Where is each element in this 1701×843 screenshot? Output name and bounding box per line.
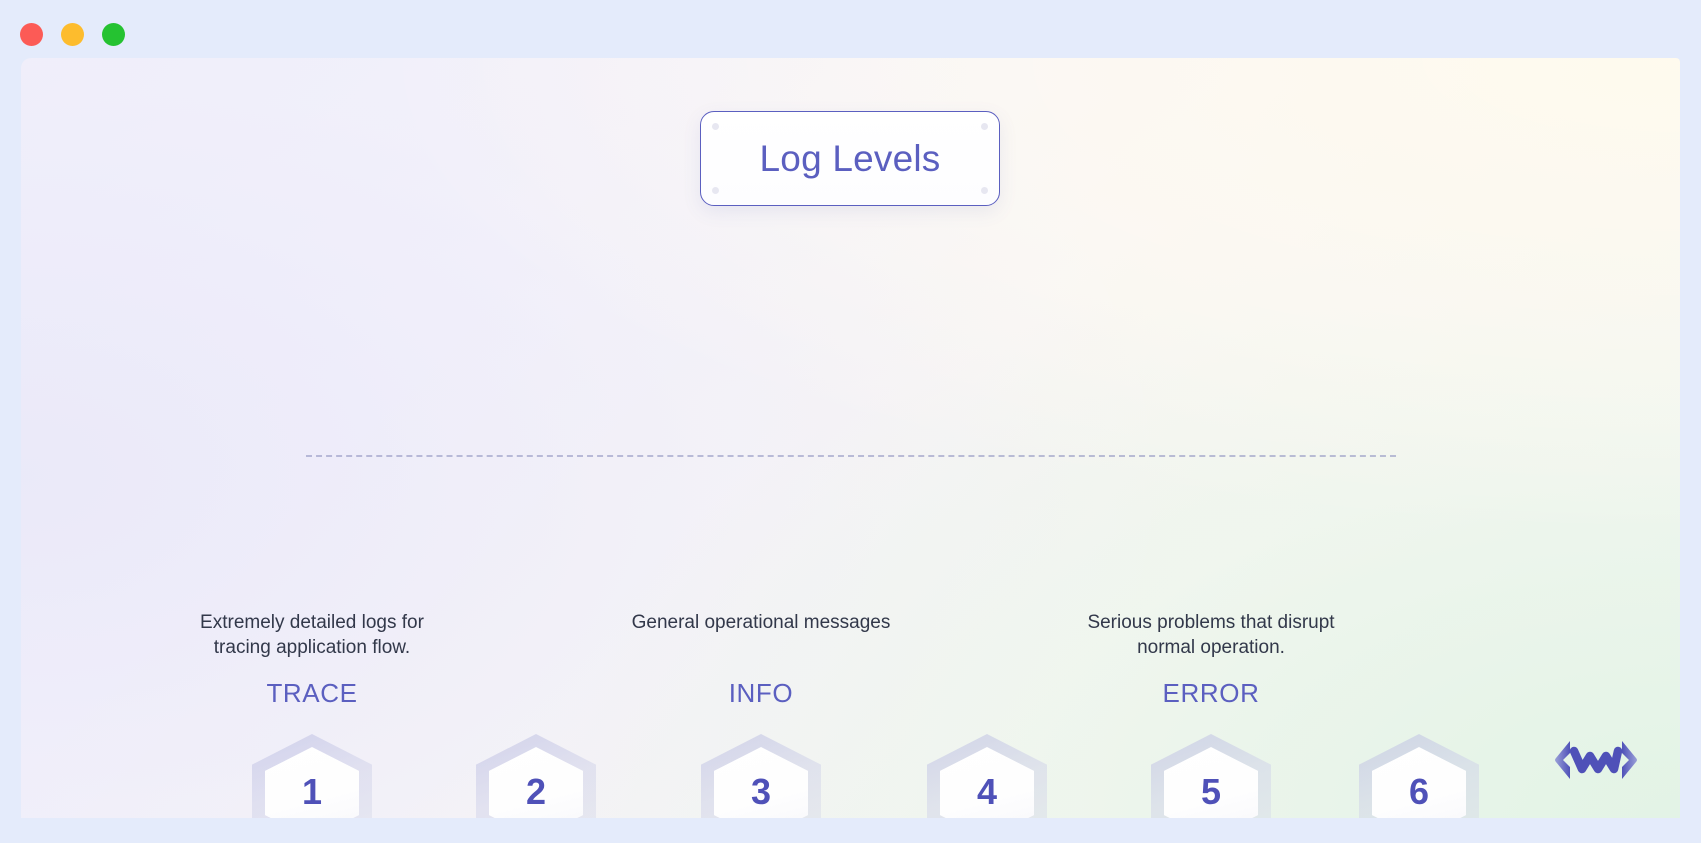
step-number: 4 [976, 771, 998, 812]
screw-dot-top-right [981, 123, 988, 130]
step-number: 1 [301, 771, 323, 812]
step-number: 6 [1408, 771, 1430, 812]
minimize-button[interactable] [61, 23, 84, 46]
hexagon-badge: 3 [701, 734, 821, 818]
screw-dot-bottom-right [981, 187, 988, 194]
hexagon-inner: 2 [489, 747, 583, 818]
title-plaque: Log Levels [700, 111, 1000, 206]
traffic-light-buttons [20, 23, 125, 46]
hexagon-inner: 1 [265, 747, 359, 818]
level-label: INFO [728, 678, 794, 708]
page-title: Log Levels [759, 137, 941, 179]
hexagon-badge: 6 [1359, 734, 1479, 818]
step-number: 2 [525, 771, 547, 812]
level-description: Serious problems that disrupt normal ope… [1087, 612, 1335, 659]
hexagon-badge: 4 [927, 734, 1047, 818]
code-brackets-logo [1550, 736, 1642, 784]
screw-dot-bottom-left [712, 187, 719, 194]
screw-dot-top-left [712, 123, 719, 130]
level-description: Extremely detailed logs for tracing appl… [200, 612, 424, 659]
level-description: General operational messages [631, 612, 891, 633]
window-titlebar [0, 0, 1701, 60]
timeline-connector [306, 455, 1396, 457]
hexagon-badge: 2 [476, 734, 596, 818]
hexagon-badge: 5 [1151, 734, 1271, 818]
level-label: TRACE [266, 678, 358, 708]
step-number: 3 [750, 771, 772, 812]
step-number: 5 [1200, 771, 1222, 812]
maximize-button[interactable] [102, 23, 125, 46]
hexagon-badge: 1 [252, 734, 372, 818]
slide-canvas: Log Levels Extremely detailed logs for t… [21, 58, 1680, 818]
level-label: ERROR [1162, 678, 1260, 708]
close-button[interactable] [20, 23, 43, 46]
